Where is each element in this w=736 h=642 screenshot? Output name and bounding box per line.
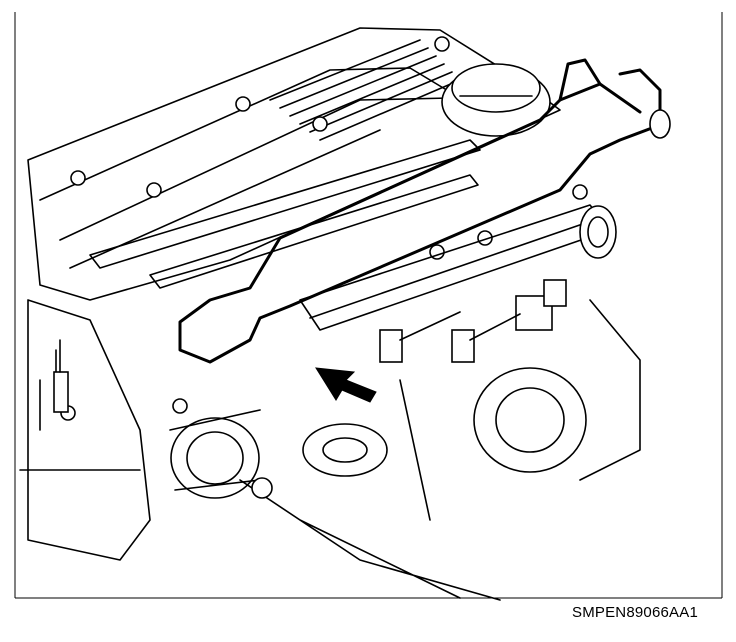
figure-frame — [14, 12, 723, 599]
lower-assemblies — [239, 299, 641, 601]
ventilation-hose — [178, 58, 671, 364]
throttle-body — [169, 409, 261, 499]
figure-caption-code: SMPEN89066AA1 — [571, 604, 698, 621]
engine-block — [19, 299, 151, 561]
cover-bolts — [60, 36, 588, 421]
fuel-rail — [299, 204, 617, 331]
location-arrow — [315, 367, 377, 403]
fuel-injectors — [379, 279, 567, 363]
cover-ribs — [269, 39, 461, 141]
oil-filler-cap — [441, 63, 551, 137]
